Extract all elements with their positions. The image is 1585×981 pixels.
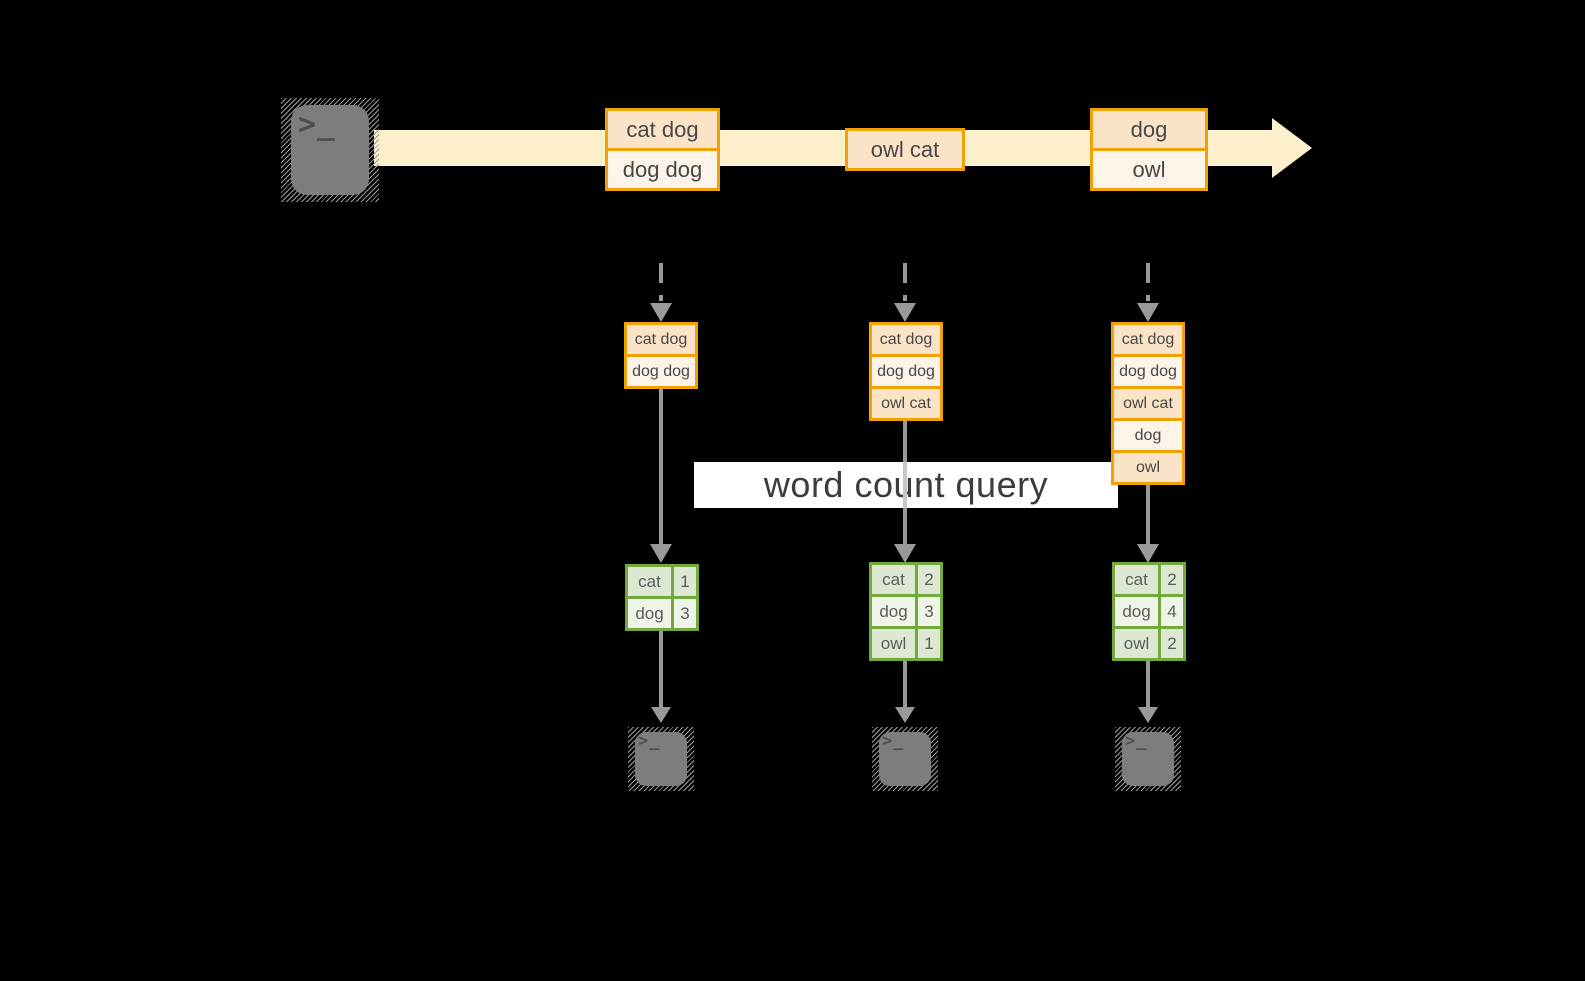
word-count-table: cat 1 dog 3: [625, 564, 699, 631]
arrowhead-icon: [650, 544, 672, 563]
stream-state-box: cat dog dog dog: [624, 322, 698, 389]
stream-event-text: owl cat: [848, 131, 962, 168]
arrowhead-icon: [894, 303, 916, 322]
state-row-text: owl cat: [1114, 389, 1182, 418]
count-cell: 3: [918, 597, 940, 626]
word-cell: cat: [872, 565, 915, 594]
query-arrow: [1146, 485, 1150, 545]
arrowhead-icon: [1137, 303, 1159, 322]
stream-arrowhead-icon: [1272, 118, 1312, 178]
output-terminal-icon: >_: [1115, 727, 1181, 791]
stream-event-text: cat dog: [608, 111, 717, 148]
word-count-table: cat 2 dog 3 owl 1: [869, 562, 943, 661]
arrowhead-icon: [651, 707, 671, 723]
output-arrow: [1146, 661, 1150, 707]
terminal-prompt-glyph: >_: [298, 107, 337, 142]
output-terminal-icon: >_: [628, 727, 694, 791]
stream-event-text: dog dog: [608, 151, 717, 188]
count-cell: 2: [918, 565, 940, 594]
terminal-screen: [635, 732, 687, 786]
arrowhead-icon: [895, 707, 915, 723]
state-row-text: owl cat: [872, 389, 940, 418]
word-cell: dog: [1115, 597, 1158, 626]
state-row-text: dog dog: [627, 357, 695, 386]
count-cell: 1: [918, 629, 940, 658]
output-arrow: [903, 661, 907, 707]
terminal-prompt-glyph: >_: [1125, 731, 1148, 751]
stream-state-box: cat dog dog dog owl cat: [869, 322, 943, 421]
arrow-through-label: [903, 462, 907, 508]
stream-event-box: owl cat: [845, 128, 965, 171]
stream-state-box: cat dog dog dog owl cat dog owl: [1111, 322, 1185, 485]
stream-event-text: owl: [1093, 151, 1205, 188]
word-cell: owl: [1115, 629, 1158, 658]
stream-event-box: dog owl: [1090, 108, 1208, 191]
arrowhead-icon: [1138, 707, 1158, 723]
state-row-text: dog: [1114, 421, 1182, 450]
word-cell: owl: [872, 629, 915, 658]
ingest-arrow-dashed: [903, 263, 907, 301]
stream-event-text: dog: [1093, 111, 1205, 148]
count-cell: 4: [1161, 597, 1183, 626]
word-cell: dog: [872, 597, 915, 626]
terminal-screen: [879, 732, 931, 786]
state-row-text: dog dog: [872, 357, 940, 386]
output-arrow: [659, 631, 663, 707]
count-cell: 1: [674, 567, 696, 596]
ingest-arrow-dashed: [659, 263, 663, 301]
ingest-arrow-dashed: [1146, 263, 1150, 301]
word-count-table: cat 2 dog 4 owl 2: [1112, 562, 1186, 661]
query-arrow: [659, 389, 663, 545]
arrowhead-icon: [650, 303, 672, 322]
count-cell: 2: [1161, 565, 1183, 594]
output-terminal-icon: >_: [872, 727, 938, 791]
word-cell: cat: [1115, 565, 1158, 594]
state-row-text: cat dog: [872, 325, 940, 354]
state-row-text: dog dog: [1114, 357, 1182, 386]
state-row-text: owl: [1114, 453, 1182, 482]
stream-event-box: cat dog dog dog: [605, 108, 720, 191]
source-terminal-icon: >_: [281, 98, 379, 202]
state-row-text: cat dog: [1114, 325, 1182, 354]
state-row-text: cat dog: [627, 325, 695, 354]
terminal-screen: [1122, 732, 1174, 786]
arrowhead-icon: [1137, 544, 1159, 563]
terminal-prompt-glyph: >_: [638, 731, 661, 751]
word-cell: cat: [628, 567, 671, 596]
count-cell: 2: [1161, 629, 1183, 658]
word-cell: dog: [628, 599, 671, 628]
count-cell: 3: [674, 599, 696, 628]
terminal-screen: [291, 105, 369, 195]
terminal-prompt-glyph: >_: [882, 731, 905, 751]
arrowhead-icon: [894, 544, 916, 563]
